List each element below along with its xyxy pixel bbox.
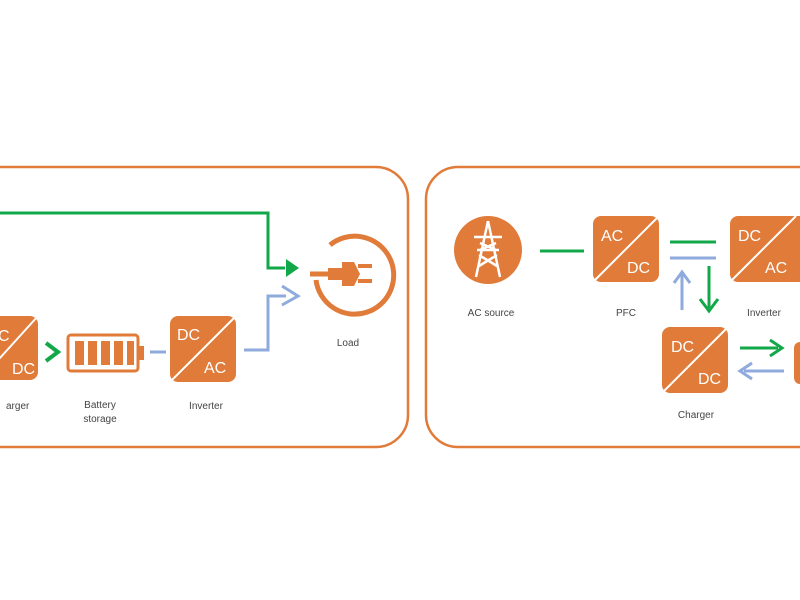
right-panel-frame	[424, 165, 800, 449]
left-charger-label: arger	[6, 401, 30, 412]
left-charger-top-text: C	[0, 328, 10, 345]
left-inverter-block: DC AC	[169, 315, 237, 383]
charger-to-battery-arrow	[44, 341, 62, 363]
right-inverter-label: Inverter	[747, 308, 782, 319]
left-return-flow-line	[244, 294, 286, 352]
pfc-label: PFC	[616, 308, 636, 319]
left-power-flow-arrowhead	[286, 259, 299, 277]
ac-source-tower-icon	[454, 216, 522, 284]
load-plug-icon	[310, 233, 397, 317]
left-charger-block: C DC	[0, 315, 39, 380]
battery-label-line2: storage	[83, 414, 117, 425]
left-inverter-bottom-text: AC	[204, 360, 226, 377]
load-label: Load	[337, 338, 359, 349]
left-panel-frame	[0, 165, 410, 449]
left-charger-bottom-text: DC	[12, 361, 35, 378]
pfc-bottom-text: DC	[627, 260, 650, 277]
left-inverter-top-text: DC	[177, 327, 200, 344]
right-inverter-block: DC AC	[729, 215, 800, 283]
charger-down-arrowhead	[698, 298, 720, 314]
battery-label-line1: Battery	[84, 400, 116, 411]
left-power-flow-line	[0, 211, 285, 270]
charger-up-arrowhead	[672, 269, 692, 284]
right-charger-block: DC DC	[661, 326, 729, 394]
battery-storage-icon	[66, 333, 144, 373]
left-inverter-label: Inverter	[189, 401, 224, 412]
right-charger-label: Charger	[678, 410, 715, 421]
right-inverter-top-text: DC	[738, 228, 761, 245]
right-inverter-bottom-text: AC	[765, 260, 787, 277]
right-charger-top-text: DC	[671, 339, 694, 356]
right-charger-bottom-text: DC	[698, 371, 721, 388]
left-return-flow-arrowhead	[281, 284, 301, 307]
right-battery-block-partial	[794, 342, 800, 384]
pfc-top-text: AC	[601, 228, 623, 245]
pfc-block: AC DC	[592, 215, 660, 283]
battery-to-charger-blue-arrowhead	[737, 361, 753, 381]
ac-source-label: AC source	[468, 308, 515, 319]
charger-to-battery-green-arrowhead	[769, 338, 785, 358]
